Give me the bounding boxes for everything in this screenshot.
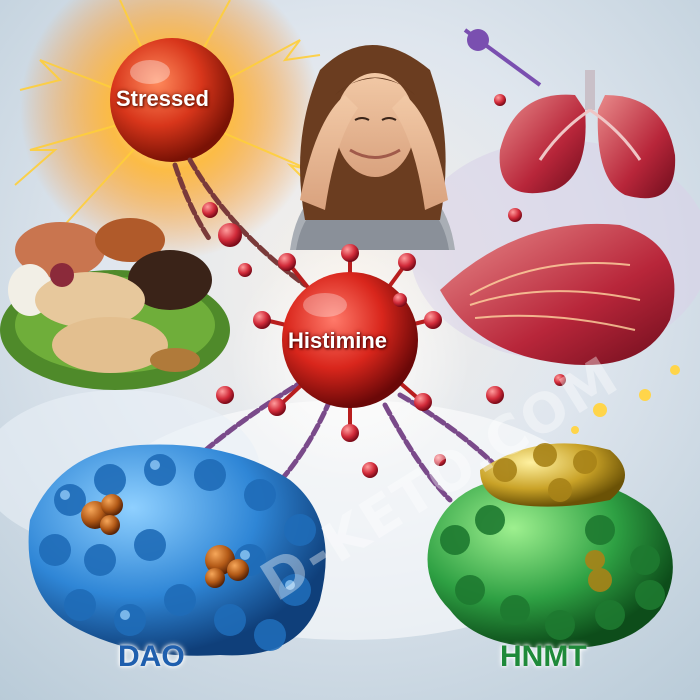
histamine-orb bbox=[253, 244, 442, 442]
hnmt-protein bbox=[427, 443, 673, 649]
syringe-icon bbox=[463, 28, 542, 87]
chain-links bbox=[172, 157, 503, 513]
dao-active-site bbox=[81, 494, 249, 588]
stomach-illustration bbox=[440, 223, 675, 365]
dao-protein bbox=[28, 444, 326, 656]
hnmt-label: HNMT bbox=[500, 640, 587, 673]
lungs-illustration bbox=[463, 28, 676, 199]
stress-orb bbox=[110, 38, 234, 162]
stressed-label: Stressed bbox=[116, 86, 209, 111]
dao-label: DAO bbox=[118, 640, 185, 673]
food-plate-illustration bbox=[0, 218, 230, 390]
stressed-woman-figure bbox=[290, 45, 455, 250]
glow-particles bbox=[571, 365, 680, 434]
histimine-label: Histimine bbox=[288, 328, 388, 353]
